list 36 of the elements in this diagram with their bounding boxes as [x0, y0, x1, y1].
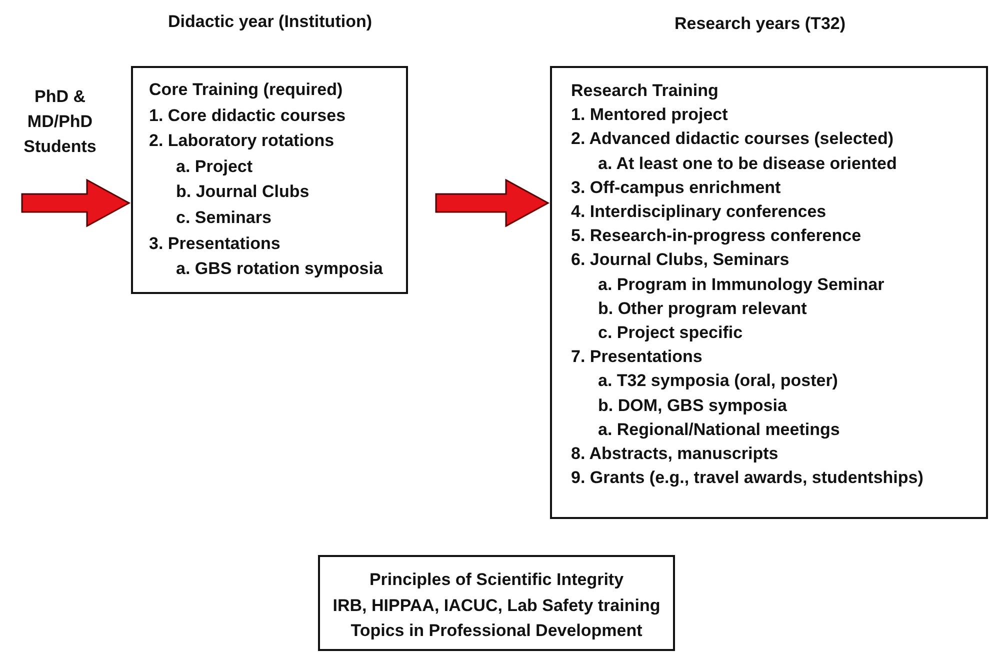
- box-heading: Core Training (required): [149, 80, 343, 100]
- list-item: a. At least one to be disease oriented: [598, 154, 897, 174]
- list-item: a. Regional/National meetings: [598, 420, 840, 440]
- training-box: [131, 66, 408, 294]
- list-item: a. GBS rotation symposia: [176, 259, 383, 280]
- list-item: b. Journal Clubs: [176, 182, 310, 202]
- list-item: 7. Presentations: [571, 347, 702, 368]
- student-label: PhD & MD/PhD Students: [22, 86, 98, 158]
- topics-box: [318, 555, 675, 651]
- list-item: a. T32 symposia (oral, poster): [598, 371, 838, 392]
- box-heading: Research Training: [571, 81, 718, 101]
- list-item: a. Project: [176, 156, 253, 177]
- list-item: 1. Core didactic courses: [149, 106, 346, 126]
- list-item: 6. Journal Clubs, Seminars: [571, 250, 790, 270]
- topic-text: Principles of Scientific Integrity: [368, 570, 625, 590]
- list-item: b. DOM, GBS symposia: [598, 396, 787, 416]
- list-item: c. Project specific: [598, 323, 743, 343]
- training-box: [550, 66, 988, 519]
- list-item: a. Program in Immunology Seminar: [598, 274, 884, 295]
- column-heading: Research years (T32): [673, 14, 847, 34]
- block-arrow: [435, 178, 550, 228]
- column-heading: Didactic year (Institution): [166, 12, 374, 32]
- topic-text: IRB, HIPPAA, IACUC, Lab Safety training: [332, 596, 662, 616]
- list-item: 2. Laboratory rotations: [149, 131, 334, 152]
- list-item: 2. Advanced didactic courses (selected): [571, 129, 894, 150]
- list-item: b. Other program relevant: [598, 298, 807, 319]
- list-item: 3. Presentations: [149, 234, 280, 254]
- topic-text: Topics in Professional Development: [350, 621, 644, 642]
- list-item: 3. Off-campus enrichment: [571, 178, 781, 198]
- list-item: 8. Abstracts, manuscripts: [571, 444, 778, 464]
- list-item: 9. Grants (e.g., travel awards, studentships): [571, 468, 924, 488]
- list-item: 4. Interdisciplinary conferences: [571, 202, 826, 222]
- list-item: 1. Mentored project: [571, 105, 728, 126]
- list-item: c. Seminars: [176, 208, 272, 228]
- block-arrow: [21, 178, 131, 228]
- list-item: 5. Research-in-progress conference: [571, 226, 862, 246]
